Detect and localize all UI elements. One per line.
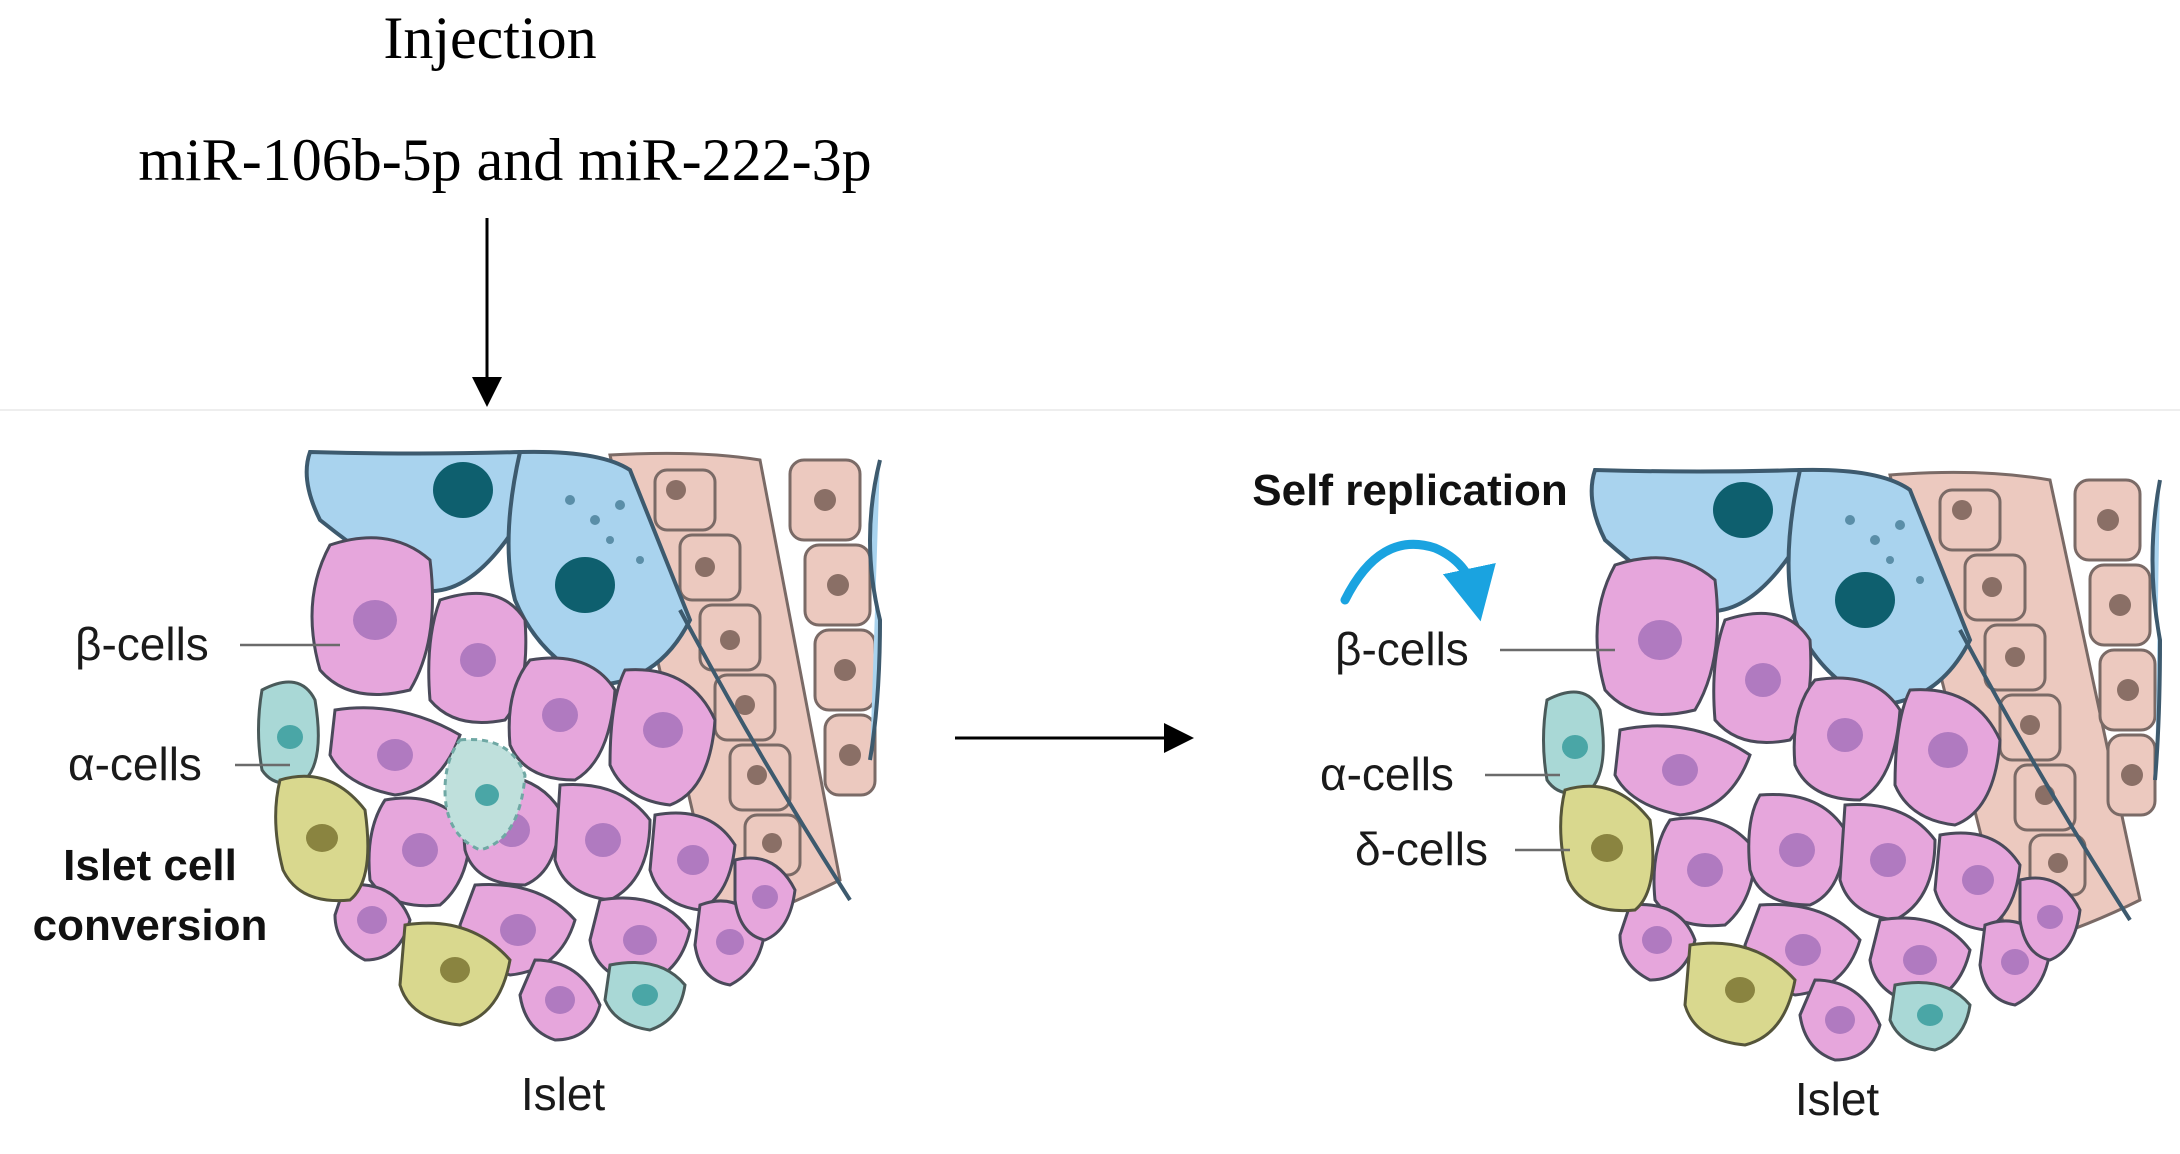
self-replication-title: Self replication: [1252, 466, 1567, 515]
mirna-subtitle: miR-106b-5p and miR-222-3p: [138, 127, 871, 193]
injection-title: Injection: [383, 5, 596, 71]
left-islet-illustration: [257, 449, 883, 1042]
right-beta-label: β-cells: [1335, 623, 1469, 675]
right-islet-caption: Islet: [1795, 1073, 1880, 1125]
left-alpha-label: α-cells: [68, 738, 202, 790]
alpha-cells-right: [1542, 690, 1972, 1052]
alpha-cells-left: [257, 680, 687, 1032]
duct-cells-left: [304, 449, 883, 902]
right-alpha-label: α-cells: [1320, 748, 1454, 800]
left-islet-caption: Islet: [521, 1068, 606, 1120]
delta-cells-left: [274, 774, 512, 1027]
conversion-label-line2: conversion: [33, 901, 268, 950]
left-beta-label: β-cells: [75, 618, 209, 670]
delta-cells-right: [1559, 784, 1797, 1047]
conversion-label-line1: Islet cell: [63, 841, 237, 890]
self-replication-arrow: [1340, 539, 1496, 622]
right-delta-label: δ-cells: [1355, 823, 1488, 875]
right-islet-illustration: [1542, 467, 2163, 1062]
